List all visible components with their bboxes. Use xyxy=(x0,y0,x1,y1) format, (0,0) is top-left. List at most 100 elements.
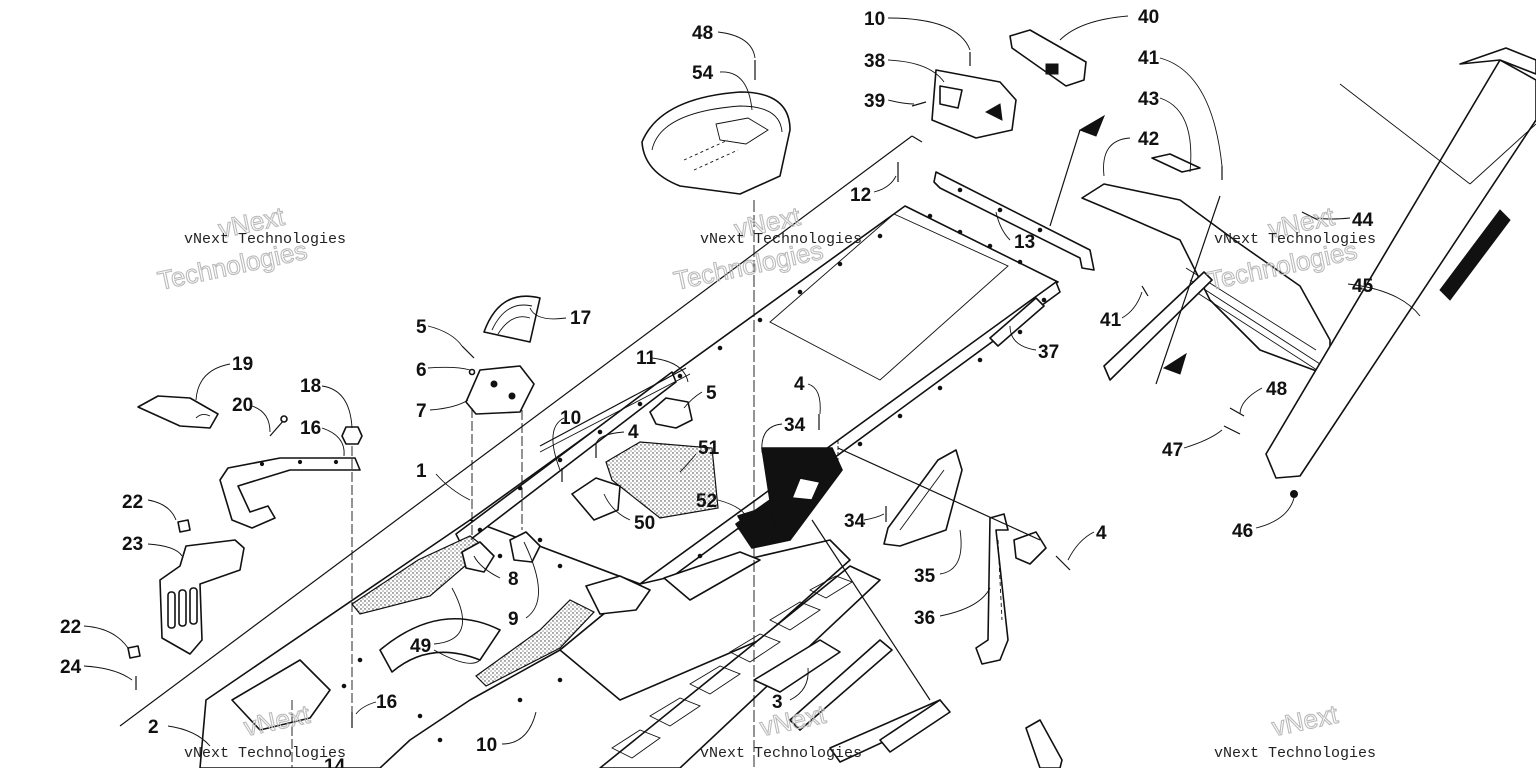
callout-10-top: 10 xyxy=(864,9,885,30)
callout-4-right: 4 xyxy=(1096,523,1107,544)
part-22-nut-lower xyxy=(127,645,141,659)
callout-21: 20 xyxy=(232,395,253,416)
part-8-plate xyxy=(461,541,495,573)
callout-22-upper: 22 xyxy=(122,492,143,513)
part-43-decal xyxy=(1151,153,1201,173)
callout-9: 9 xyxy=(508,609,519,630)
callout-14: 14 xyxy=(324,756,346,768)
part-20-cover xyxy=(137,395,219,429)
watermark-5: vNext xyxy=(757,698,830,742)
callout-43: 43 xyxy=(1138,89,1159,110)
part-7-plate xyxy=(465,365,535,415)
callout-10-bottom: 10 xyxy=(476,735,497,756)
callout-49: 49 xyxy=(410,636,431,657)
callout-39: 39 xyxy=(864,91,885,112)
part-right-bottom xyxy=(1025,719,1063,768)
callout-50: 50 xyxy=(634,513,655,534)
part-21-bolt xyxy=(269,415,288,437)
part-47-bolt xyxy=(1223,425,1241,435)
part-19-nut xyxy=(341,426,363,445)
part-39-screw xyxy=(911,101,927,107)
callout-36: 36 xyxy=(914,608,935,629)
lower-rod xyxy=(811,447,1041,753)
callout-5-upper: 5 xyxy=(416,317,427,338)
callout-10-mid: 10 xyxy=(560,408,581,429)
part-40-light xyxy=(1009,29,1087,87)
part-5-screw-upper xyxy=(461,345,475,359)
watermark-6: vNext xyxy=(1269,698,1342,742)
callout-48-right: 48 xyxy=(1266,379,1287,400)
part-18-bracket xyxy=(219,457,361,529)
callout-4-mid: 4 xyxy=(794,374,805,395)
watermark-4-text: vNext Technologies xyxy=(184,745,346,762)
callout-23: 23 xyxy=(122,534,143,555)
callout-1: 1 xyxy=(416,461,427,482)
part-34-bolt-upper xyxy=(761,451,775,471)
callout-5-mid: 5 xyxy=(706,383,717,404)
part-49-pads xyxy=(351,535,595,687)
callout-16: 16 xyxy=(376,692,397,713)
callout-20: 19 xyxy=(232,354,253,375)
watermark-6-text: vNext Technologies xyxy=(1214,745,1376,762)
callout-54: 54 xyxy=(692,63,714,84)
part-6-washer xyxy=(468,368,476,376)
leader-lines xyxy=(83,15,1421,747)
callout-3: 3 xyxy=(772,692,783,713)
callout-7: 7 xyxy=(416,401,427,422)
callout-46: 46 xyxy=(1232,521,1253,542)
callout-52: 52 xyxy=(696,491,717,512)
watermark-3-text: vNext Technologies xyxy=(1214,231,1376,248)
callout-13: 13 xyxy=(1014,232,1035,253)
part-36-strap xyxy=(975,513,1047,665)
part-4-bolt-c xyxy=(1055,555,1071,571)
watermark-1-text: vNext Technologies xyxy=(184,231,346,248)
callout-18: 16 xyxy=(300,418,321,439)
callout-labels: 48 54 10 38 39 40 41 43 42 12 13 37 41 4… xyxy=(60,7,1374,768)
callout-24: 24 xyxy=(60,657,82,678)
svg-text:vNext: vNext xyxy=(1269,699,1341,742)
callout-4-left: 4 xyxy=(628,422,639,443)
part-13-bracket xyxy=(933,171,1095,271)
part-5-cover xyxy=(649,397,693,429)
part-23-mudflap-bracket xyxy=(159,539,245,655)
part-35-guard xyxy=(883,449,963,547)
callout-41-bottom: 41 xyxy=(1100,310,1122,331)
part-48-bolt-right xyxy=(1229,407,1245,417)
callout-6: 6 xyxy=(416,360,427,381)
callout-22-lower: 22 xyxy=(60,617,81,638)
callout-41-top: 41 xyxy=(1138,48,1160,69)
callout-17: 17 xyxy=(570,308,591,329)
callout-8: 8 xyxy=(508,569,519,590)
part-46-nut xyxy=(1290,490,1298,498)
part-9-plate xyxy=(509,531,541,563)
watermark-2-text: vNext Technologies xyxy=(700,231,862,248)
callout-12: 12 xyxy=(850,185,871,206)
part-44-bolt xyxy=(1301,211,1319,221)
part-38-bracket xyxy=(931,69,1017,139)
part-37-reflector xyxy=(989,297,1045,347)
callout-45: 45 xyxy=(1352,276,1374,297)
part-22-nut-upper xyxy=(177,519,191,533)
part-50-bracket xyxy=(571,477,621,521)
part-17-trim xyxy=(483,295,541,343)
callout-48-top: 48 xyxy=(692,23,713,44)
callout-35: 35 xyxy=(914,566,936,587)
part-54-pad xyxy=(641,91,791,195)
svg-text:vNext: vNext xyxy=(757,699,829,742)
callout-19: 18 xyxy=(300,376,321,397)
callout-37: 37 xyxy=(1038,342,1059,363)
part-52-cover xyxy=(737,505,777,535)
callout-47: 47 xyxy=(1162,440,1183,461)
callout-34-lower: 34 xyxy=(844,511,866,532)
watermark-5-text: vNext Technologies xyxy=(700,745,862,762)
callout-42: 42 xyxy=(1138,129,1159,150)
callout-11: 11 xyxy=(636,348,657,369)
callout-44: 44 xyxy=(1352,210,1374,231)
direction-arrows xyxy=(1049,114,1221,385)
alignment-lines xyxy=(291,200,839,768)
callout-40: 40 xyxy=(1138,7,1159,28)
callout-38: 38 xyxy=(864,51,885,72)
callout-34-upper: 34 xyxy=(784,415,806,436)
